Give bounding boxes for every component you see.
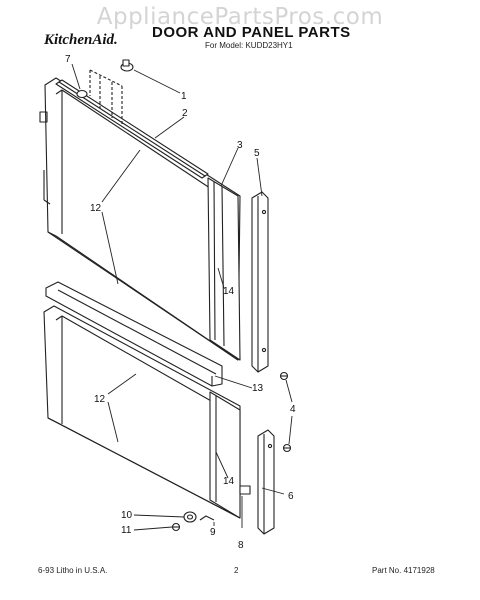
callout-5: 5 <box>254 148 260 159</box>
callout-3: 3 <box>237 140 243 151</box>
callout-13: 13 <box>252 383 264 394</box>
leader-lines <box>71 63 293 531</box>
callout-9: 9 <box>210 527 216 538</box>
callout-2: 2 <box>182 108 188 119</box>
clip-part <box>239 485 251 495</box>
callout-7: 7 <box>65 54 71 65</box>
upper-side-panel <box>207 177 241 361</box>
page-number: 2 <box>234 566 239 575</box>
callout-14-upper: 14 <box>223 286 235 297</box>
model-subtitle: For Model: KUDD23HY1 <box>205 41 293 50</box>
callout-12-lower: 12 <box>94 394 106 405</box>
upper-door-panel <box>39 77 241 361</box>
brand-logo: KitchenAid. <box>44 32 118 48</box>
lower-vertical-bracket <box>257 429 275 535</box>
page-title: DOOR AND PANEL PARTS <box>152 24 351 41</box>
hinge-pin-assembly <box>76 59 134 124</box>
lower-side-panel <box>209 391 241 519</box>
callout-12-upper: 12 <box>90 203 102 214</box>
callout-6: 6 <box>288 491 294 502</box>
upper-vertical-bracket <box>251 191 269 373</box>
callout-10: 10 <box>121 510 133 521</box>
footer-print-info: 6-93 Litho in U.S.A. <box>38 566 108 575</box>
part-number: Part No. 4171928 <box>372 566 435 575</box>
callout-14-lower: 14 <box>223 476 235 487</box>
callout-4: 4 <box>290 404 296 415</box>
callout-11: 11 <box>121 525 132 536</box>
watermark: AppliancePartsPros.com <box>96 4 384 30</box>
callout-8: 8 <box>238 540 244 551</box>
middle-trim-strip <box>45 281 223 387</box>
callout-1: 1 <box>181 91 187 102</box>
lower-hinge-hardware <box>171 511 215 532</box>
screw-fasteners <box>279 371 292 453</box>
